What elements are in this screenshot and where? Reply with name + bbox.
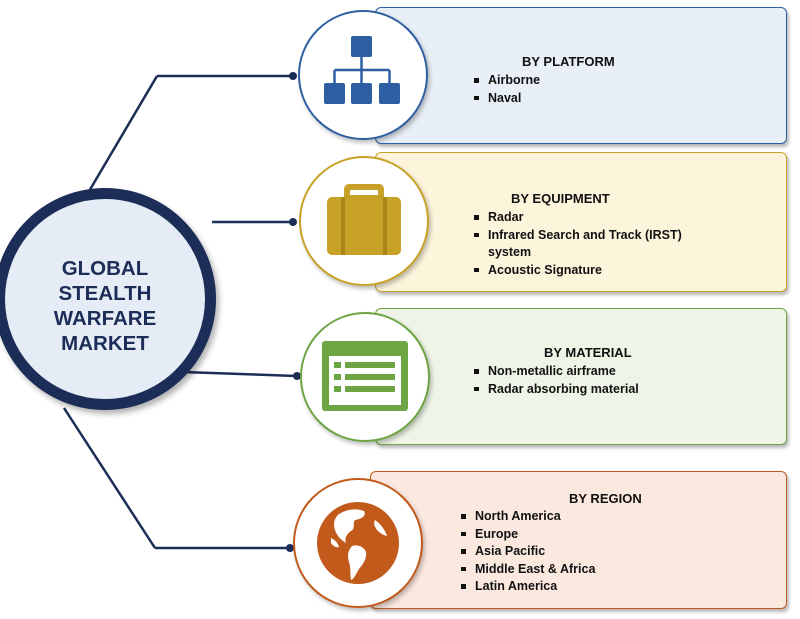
region-icon-circle — [293, 478, 423, 608]
connector-dot — [289, 72, 297, 80]
list-item: Naval — [472, 90, 540, 108]
segment-title: BY MATERIAL — [544, 345, 632, 360]
list-item: Radar — [472, 209, 697, 227]
form-list-icon — [322, 341, 408, 411]
connector-platform — [86, 75, 159, 194]
list-item: Airborne — [472, 72, 540, 90]
hierarchy-icon — [324, 36, 400, 104]
briefcase-icon — [327, 184, 401, 255]
segment-card-material: BY MATERIAL Non-metallic airframe Radar … — [375, 308, 787, 445]
segment-items: North America Europe Asia Pacific Middle… — [459, 508, 595, 596]
equipment-icon-circle — [299, 156, 429, 286]
list-item: Middle East & Africa — [459, 561, 595, 579]
connector-dot — [286, 544, 294, 552]
hub-title: GLOBAL STEALTH WARFARE MARKET — [53, 257, 157, 355]
list-item: Non-metallic airframe — [472, 363, 639, 381]
segment-title: BY PLATFORM — [522, 54, 615, 69]
list-item: Acoustic Signature — [472, 262, 697, 280]
segment-items: Non-metallic airframe Radar absorbing ma… — [472, 363, 639, 398]
list-item: Infrared Search and Track (IRST) system — [472, 227, 697, 262]
connector-region — [62, 407, 157, 549]
segment-items: Airborne Naval — [472, 72, 540, 107]
segment-card-equipment: BY EQUIPMENT Radar Infrared Search and T… — [375, 152, 787, 292]
segment-title: BY REGION — [569, 491, 642, 506]
globe-icon — [317, 502, 399, 584]
segment-title: BY EQUIPMENT — [511, 191, 610, 206]
segment-items: Radar Infrared Search and Track (IRST) s… — [472, 209, 697, 279]
connector-dot — [289, 218, 297, 226]
segment-card-region: BY REGION North America Europe Asia Paci… — [370, 471, 787, 609]
list-item: Latin America — [459, 578, 595, 596]
connector-material — [182, 370, 298, 378]
hub-circle: GLOBAL STEALTH WARFARE MARKET — [0, 188, 216, 410]
list-item: North America — [459, 508, 595, 526]
segment-card-platform: BY PLATFORM Airborne Naval — [375, 7, 787, 144]
platform-icon-circle — [298, 10, 428, 140]
list-item: Asia Pacific — [459, 543, 595, 561]
list-item: Radar absorbing material — [472, 381, 639, 399]
material-icon-circle — [300, 312, 430, 442]
connector-dot — [293, 372, 301, 380]
list-item: Europe — [459, 526, 595, 544]
